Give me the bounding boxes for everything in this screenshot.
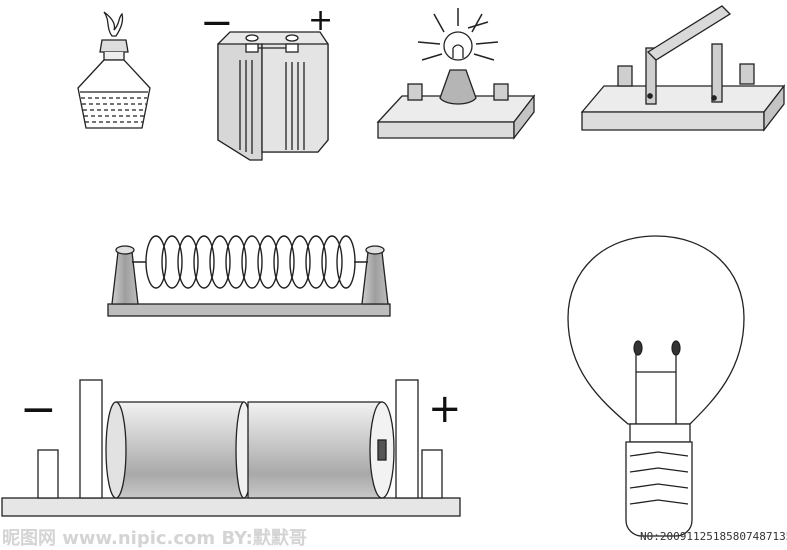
coil-spring-stand bbox=[107, 235, 391, 317]
bulb-glass-outline bbox=[567, 235, 745, 425]
battery-minus-sign: − bbox=[200, 0, 234, 46]
battery-plus-sign: + bbox=[308, 3, 333, 38]
bulb-glass bbox=[443, 31, 473, 61]
cell-holder-base bbox=[1, 497, 461, 517]
lamp-wick-holder bbox=[99, 39, 129, 53]
lamp-flame bbox=[103, 11, 124, 37]
battery-pack bbox=[217, 31, 329, 161]
holder-plus-sign: + bbox=[428, 386, 462, 432]
holder-minus-sign: − bbox=[20, 384, 57, 435]
watermark-text: 昵图网 www.nipic.com BY:默默哥 bbox=[2, 528, 307, 549]
bulb-screw-base bbox=[625, 441, 693, 537]
lamp-neck bbox=[103, 52, 125, 61]
cell-holder bbox=[1, 379, 461, 517]
watermark-image-number: NO:20091125185807487135 bbox=[640, 530, 787, 543]
alcohol-lamp bbox=[77, 11, 151, 129]
light-rays-icon bbox=[417, 8, 499, 61]
switch-blade bbox=[646, 5, 732, 61]
knife-switch bbox=[580, 5, 786, 132]
cylindrical-cell-left bbox=[105, 401, 253, 499]
bulb-board bbox=[376, 8, 536, 140]
spring-stand-base bbox=[107, 303, 391, 317]
bulb-socket bbox=[439, 69, 477, 105]
lamp-body bbox=[77, 59, 151, 129]
spring-coils bbox=[132, 235, 368, 289]
cylindrical-cell-right bbox=[247, 401, 395, 499]
large-light-bulb bbox=[567, 235, 745, 537]
